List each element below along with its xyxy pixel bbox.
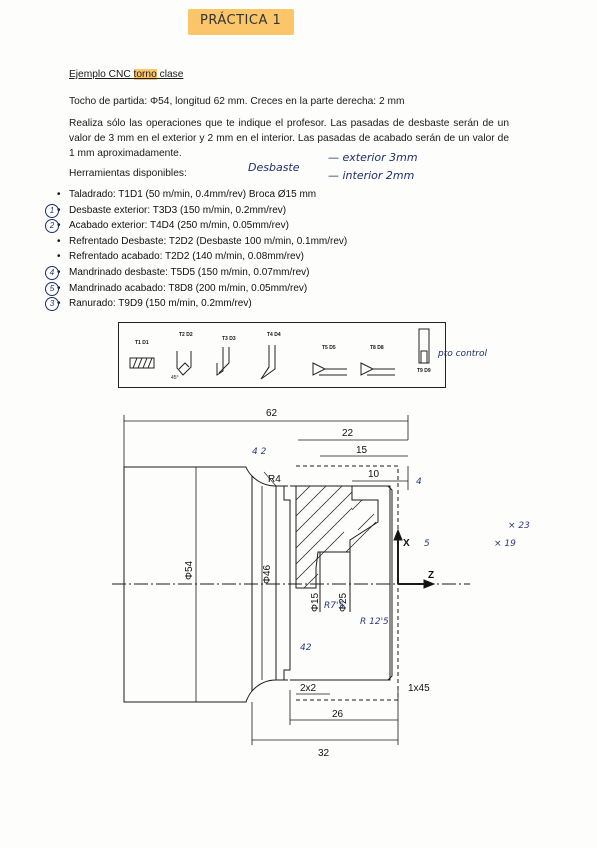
dim-2x2: 2x2 <box>300 683 317 694</box>
list-item: 4 Mandrinado desbaste: T5D5 (150 m/min, 0… <box>45 265 347 281</box>
dim-15: 15 <box>356 445 368 456</box>
tool-label-t8d8: T8 D8 <box>370 345 384 351</box>
dim-phi54: Φ54 <box>184 560 195 580</box>
order-circle: 2 <box>45 219 59 234</box>
list-item: Refrentado acabado: T2D2 (140 m/min, 0.0… <box>55 249 347 265</box>
dim-phi25: Φ25 <box>338 592 349 612</box>
section-heading: Ejemplo CNC torno clase <box>69 67 183 82</box>
tool-label-t2d2: T2 D2 <box>179 332 193 338</box>
angle-mark: 45° <box>171 375 179 381</box>
drill-tool-icon <box>129 357 155 369</box>
list-item: 5 Mandrinado acabado: T8D8 (200 m/min, 0.… <box>45 281 347 297</box>
hand-5: 5 <box>424 539 430 549</box>
hand-4: 4 <box>416 477 422 487</box>
tool-text: Ranurado: T9D9 (150 m/min, 0.2mm/rev) <box>69 298 252 310</box>
dim-r4: R4 <box>268 474 281 485</box>
tools-label: Herramientas disponibles: <box>69 168 187 179</box>
x-axis-label: X <box>403 538 410 549</box>
instructions-paragraph: Realiza sólo las operaciones que te indi… <box>69 118 509 159</box>
dim-22: 22 <box>342 428 354 439</box>
page-title: PRÁCTICA 1 <box>200 13 282 28</box>
grooving-tool-icon <box>418 328 430 364</box>
dim-phi46: Φ46 <box>262 564 273 584</box>
list-item: 2 Acabado exterior: T4D4 (250 m/min, 0.05… <box>45 218 347 234</box>
tool-illustrations-box: T1 D1 T2 D2 T3 D3 T4 D4 T5 D5 T8 D8 T9 D… <box>118 322 446 388</box>
tool-text: Refrentado Desbaste: T2D2 (Desbaste 100 … <box>69 235 348 247</box>
hand-x23: × 23 <box>508 521 530 531</box>
tool-label-t3d3: T3 D3 <box>222 336 236 342</box>
tool-label-t9d9: T9 D9 <box>417 368 431 374</box>
finishing-tool-icon <box>260 345 276 380</box>
phi46-step <box>251 475 277 692</box>
z-axis-label: Z <box>428 570 434 581</box>
dim-26: 26 <box>332 709 344 720</box>
tool-text: Taladrado: T1D1 (50 m/min, 0.4mm/rev) Br… <box>69 189 317 200</box>
list-item: Taladrado: T1D1 (50 m/min, 0.4mm/rev) Br… <box>55 187 347 203</box>
handwritten-desbaste: Desbaste <box>248 161 300 174</box>
dim-10: 10 <box>368 469 380 480</box>
hand-r75: R7'5 <box>324 601 344 611</box>
hand-x19: × 19 <box>494 539 516 549</box>
heading-pre: Ejemplo CNC <box>69 69 134 80</box>
heading-highlight: torno <box>133 69 157 80</box>
handwritten-exterior: — exterior 3mm <box>328 151 418 164</box>
dim-62: 62 <box>266 408 278 419</box>
list-item: 1 Desbaste exterior: T3D3 (150 m/min, 0.2… <box>45 203 347 219</box>
tool-label-t5d5: T5 D5 <box>322 345 336 351</box>
stock-paragraph: Tocho de partida: Φ54, longitud 62 mm. C… <box>69 96 405 107</box>
order-circle: 5 <box>45 281 59 296</box>
boring-rough-tool-icon <box>312 362 347 376</box>
hand-r125: R 12'5 <box>360 617 389 627</box>
hand-42: 42 <box>300 643 312 653</box>
title-highlight <box>188 9 294 35</box>
handwritten-pto-control: pto control <box>438 349 488 359</box>
dimension-labels: 62 22 15 10 R4 Φ54 Φ46 Φ15 Φ25 X Z 2x2 1… <box>184 408 434 759</box>
order-circle: 1 <box>45 203 59 218</box>
groove <box>283 486 291 680</box>
hatch-region <box>295 485 379 589</box>
list-item: Refrentado Desbaste: T2D2 (Desbaste 100 … <box>55 234 347 250</box>
tool-text: Desbaste exterior: T3D3 (150 m/min, 0.2m… <box>69 204 287 216</box>
dim-phi15: Φ15 <box>310 592 321 612</box>
facing-tool-icon <box>176 351 192 376</box>
tool-label-t4d4: T4 D4 <box>267 332 281 338</box>
order-circle: 4 <box>45 265 59 280</box>
tool-text: Acabado exterior: T4D4 (250 m/min, 0.05m… <box>69 220 289 232</box>
tool-text: Refrentado acabado: T2D2 (140 m/min, 0.0… <box>69 251 304 263</box>
tool-text: Mandrinado desbaste: T5D5 (150 m/min, 0.… <box>69 266 310 278</box>
heading-post: clase <box>156 69 184 80</box>
hand-4-2: 4 2 <box>252 447 267 457</box>
tools-list: Taladrado: T1D1 (50 m/min, 0.4mm/rev) Br… <box>45 187 347 312</box>
handwritten-interior: — interior 2mm <box>328 169 415 182</box>
order-circle: 3 <box>45 297 59 312</box>
handwritten-annotations: 4 2 4 5 × 23 × 19 R7'5 R 12'5 42 <box>252 447 530 653</box>
dim-32: 32 <box>318 748 330 759</box>
dim-1x45: 1x45 <box>408 683 430 694</box>
tool-label-t1d1: T1 D1 <box>135 340 149 346</box>
boring-finish-tool-icon <box>360 362 395 376</box>
tool-icons: 45° <box>129 328 430 381</box>
tool-text: Mandrinado acabado: T8D8 (200 m/min, 0.0… <box>69 282 308 294</box>
list-item: 3 Ranurado: T9D9 (150 m/min, 0.2mm/rev) <box>45 296 347 312</box>
roughing-tool-icon <box>216 347 230 376</box>
